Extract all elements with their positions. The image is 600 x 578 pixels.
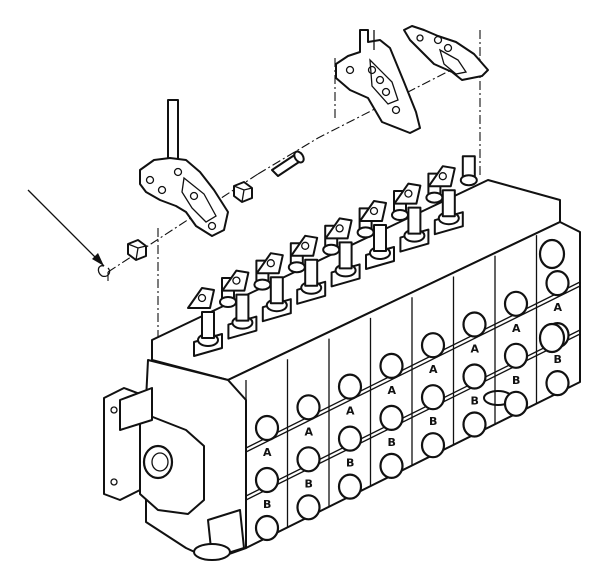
- port-lower: [379, 452, 404, 479]
- link-nut: [356, 226, 375, 239]
- spool-stem: [441, 189, 456, 218]
- clevis-ear: [187, 287, 215, 309]
- spool-stem: [201, 311, 215, 339]
- port-lower: [337, 473, 363, 500]
- port-lower: [503, 390, 529, 417]
- port-label-b: B: [512, 374, 520, 387]
- port-label-a: A: [305, 425, 314, 438]
- clevis-ear: [359, 200, 387, 222]
- port-label-b: B: [471, 395, 479, 408]
- port-upper: [545, 270, 570, 297]
- port-label-b: B: [388, 436, 396, 449]
- link-nut: [253, 278, 272, 291]
- port-upper: [296, 394, 321, 421]
- retaining-clip: [97, 265, 111, 278]
- end-port-lower: [538, 322, 566, 354]
- port-middle: [462, 363, 487, 390]
- clevis-ear: [427, 165, 456, 188]
- link-nut: [459, 174, 478, 187]
- port-label-a: A: [471, 343, 480, 356]
- port-lower: [462, 411, 487, 438]
- port-middle: [503, 342, 529, 369]
- clevis-hole: [266, 259, 275, 268]
- port-label-a: A: [263, 446, 272, 459]
- port-label-b: B: [305, 477, 313, 490]
- port-lower: [296, 494, 321, 521]
- port-upper: [420, 332, 446, 359]
- port-lower: [254, 514, 280, 542]
- callout-arrow: [27, 189, 105, 267]
- link-nut: [322, 243, 341, 256]
- clevis-hole: [335, 224, 344, 233]
- link-nut: [287, 261, 306, 274]
- clevis-ear: [290, 234, 319, 257]
- port-label-b: B: [263, 498, 271, 511]
- port-label-b: B: [554, 353, 562, 366]
- clevis-hole: [301, 241, 310, 250]
- clevis-ear: [324, 217, 353, 240]
- port-label-a: A: [512, 322, 521, 335]
- port-lower: [545, 370, 570, 397]
- spool-stem: [338, 241, 353, 270]
- port-middle: [296, 446, 321, 473]
- port-lower: [420, 432, 446, 459]
- bushing-upper: [233, 181, 253, 203]
- lever-bracket-assembly: [139, 99, 229, 237]
- port-middle: [337, 425, 363, 452]
- clevis-hole: [404, 189, 413, 198]
- link-nut: [219, 296, 237, 308]
- port-upper: [379, 352, 404, 379]
- port-label-a: A: [388, 384, 397, 397]
- end-port-upper: [538, 238, 566, 270]
- clevis-hole: [232, 276, 241, 285]
- valve-sections: A B A B A B A B A B A B A B A B: [187, 155, 570, 548]
- port-middle: [379, 404, 404, 431]
- port-upper: [337, 373, 363, 400]
- pivot-pin: [271, 150, 305, 177]
- port-label-b: B: [429, 415, 437, 428]
- port-upper: [254, 414, 280, 442]
- clevis-ear: [255, 252, 284, 275]
- spool-stem: [235, 293, 250, 322]
- port-upper: [462, 311, 487, 338]
- spool-stem: [373, 224, 387, 252]
- link-nut: [425, 191, 444, 204]
- upper-linkage-brackets: [335, 25, 489, 134]
- clevis-ear: [221, 269, 250, 292]
- port-label-b: B: [346, 457, 354, 470]
- clevis-ear: [393, 182, 422, 205]
- port-upper: [503, 290, 529, 317]
- port-label-a: A: [554, 301, 563, 314]
- spool-stem: [269, 276, 284, 305]
- port-middle: [254, 466, 280, 494]
- clevis-hole: [369, 206, 379, 216]
- spool-stem: [304, 258, 319, 287]
- clevis-hole: [438, 172, 447, 181]
- port-label-a: A: [346, 405, 355, 418]
- spool-stem: [407, 206, 422, 235]
- port-middle: [420, 384, 446, 411]
- port-label-a: A: [429, 363, 438, 376]
- link-nut: [391, 209, 409, 221]
- clevis-hole: [197, 293, 207, 303]
- bushing-lower: [127, 239, 147, 261]
